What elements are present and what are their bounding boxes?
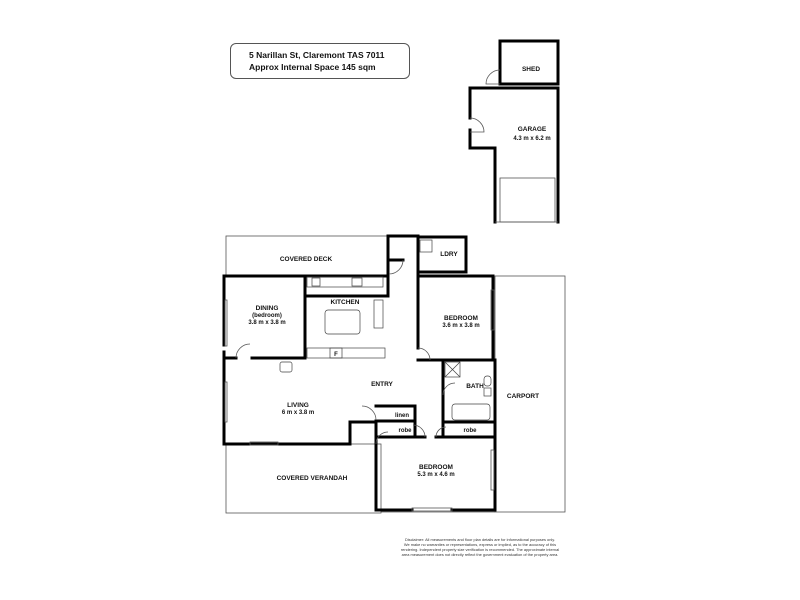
bedroom-1-size: 3.6 m x 3.8 m bbox=[442, 323, 479, 329]
garage-outline bbox=[468, 39, 560, 224]
address-text: 5 Narillan St, Claremont TAS 7011 bbox=[249, 50, 385, 60]
windows bbox=[224, 289, 495, 512]
disclaimer-line: Disclaimer: All measurements and floor p… bbox=[404, 537, 555, 542]
garage-walls bbox=[468, 86, 560, 224]
dining-note: (bedroom) bbox=[252, 313, 282, 319]
shed-label: SHED bbox=[522, 66, 540, 73]
shed-door-swing bbox=[485, 69, 501, 85]
internal-space-text: Approx Internal Space 145 sqm bbox=[249, 62, 376, 72]
garage-door-swing bbox=[469, 117, 485, 133]
laundry-label: LDRY bbox=[440, 251, 458, 258]
dining-label: DINING bbox=[256, 305, 279, 312]
bedroom-2-label: BEDROOM bbox=[419, 464, 453, 471]
kitchen-fixtures bbox=[279, 276, 386, 373]
toilet bbox=[483, 375, 492, 387]
carport-label: CARPORT bbox=[507, 393, 539, 400]
shower bbox=[444, 361, 461, 378]
entry-label: ENTRY bbox=[371, 381, 393, 388]
dining-size: 3.8 m x 3.8 m bbox=[248, 320, 285, 326]
kitchen-island bbox=[324, 309, 361, 335]
laundry-fixtures bbox=[419, 239, 433, 253]
disclaimer: Disclaimer: All measurements and floor p… bbox=[382, 537, 578, 557]
shed-outline bbox=[498, 39, 560, 86]
garage-roller-door bbox=[499, 177, 556, 223]
disclaimer-line: rendering. Independent property size ver… bbox=[400, 547, 560, 552]
disclaimer-line: We make no warranties or representations… bbox=[403, 542, 557, 547]
living-size: 6 m x 3.8 m bbox=[282, 410, 314, 416]
living-label: LIVING bbox=[287, 402, 309, 409]
address-box: 5 Narillan St, Claremont TAS 7011 Approx… bbox=[230, 43, 410, 79]
bedroom-2-size: 5.3 m x 4.6 m bbox=[417, 472, 454, 478]
kitchen-label: KITCHEN bbox=[331, 299, 360, 306]
bathtub bbox=[451, 403, 491, 421]
bath-label: BATH bbox=[466, 383, 484, 390]
linen-label: linen bbox=[395, 413, 409, 419]
disclaimer-line: area measurement does not directly refle… bbox=[401, 552, 559, 557]
garage-label: GARAGE bbox=[518, 126, 547, 133]
fridge-label: F bbox=[334, 352, 338, 358]
covered-deck-label: COVERED DECK bbox=[280, 256, 333, 263]
bath-fixtures bbox=[444, 361, 492, 421]
covered-verandah-label: COVERED VERANDAH bbox=[277, 475, 348, 482]
bedroom-1-label: BEDROOM bbox=[444, 315, 478, 322]
garage-size: 4.3 m x 6.2 m bbox=[513, 136, 550, 142]
fridge-space bbox=[329, 347, 343, 359]
robe-right-label: robe bbox=[463, 428, 477, 434]
house-walls bbox=[222, 234, 497, 512]
robe-left-label: robe bbox=[398, 428, 412, 434]
door-swings bbox=[235, 259, 456, 445]
